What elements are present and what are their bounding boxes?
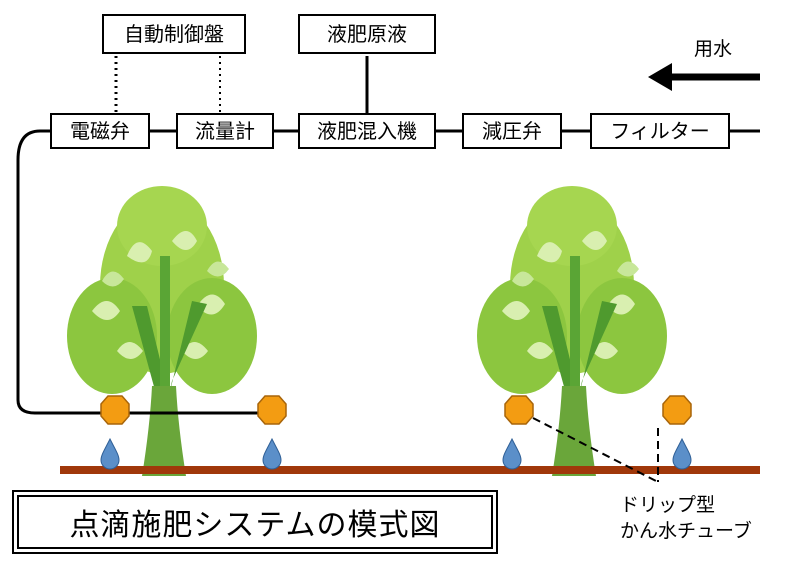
fertilizer-injector-box: 液肥混入機 <box>298 113 436 149</box>
solenoid-valve-box: 電磁弁 <box>50 113 150 149</box>
emitter-icon <box>100 395 130 425</box>
water-drop-icon <box>100 438 120 470</box>
tube-label-line1: ドリップ型 <box>620 494 716 516</box>
tube-pointer-line <box>532 417 659 483</box>
water-drop-icon <box>672 438 692 470</box>
flow-meter-box: 流量計 <box>176 113 274 149</box>
title-frame: 点滴施肥システムの模式図 <box>12 490 498 554</box>
pressure-reducing-valve-box: 減圧弁 <box>462 113 562 149</box>
ground-line <box>60 466 760 474</box>
emitter-icon <box>504 395 534 425</box>
water-drop-icon <box>502 438 522 470</box>
water-arrow-head <box>648 63 672 91</box>
emitter-icon <box>257 395 287 425</box>
filter-box: フィルター <box>590 113 730 149</box>
water-drop-icon <box>262 438 282 470</box>
fertilizer-stock-box: 液肥原液 <box>298 14 436 54</box>
tube-label-line2: かん水チューブ <box>620 520 752 542</box>
control-panel-box: 自動制御盤 <box>102 14 246 54</box>
emitter-icon <box>662 395 692 425</box>
water-label: 用水 <box>694 38 733 60</box>
tree-left <box>67 186 257 476</box>
page-title: 点滴施肥システムの模式図 <box>17 495 493 549</box>
supply-line <box>16 129 270 415</box>
tree-right <box>477 186 667 476</box>
